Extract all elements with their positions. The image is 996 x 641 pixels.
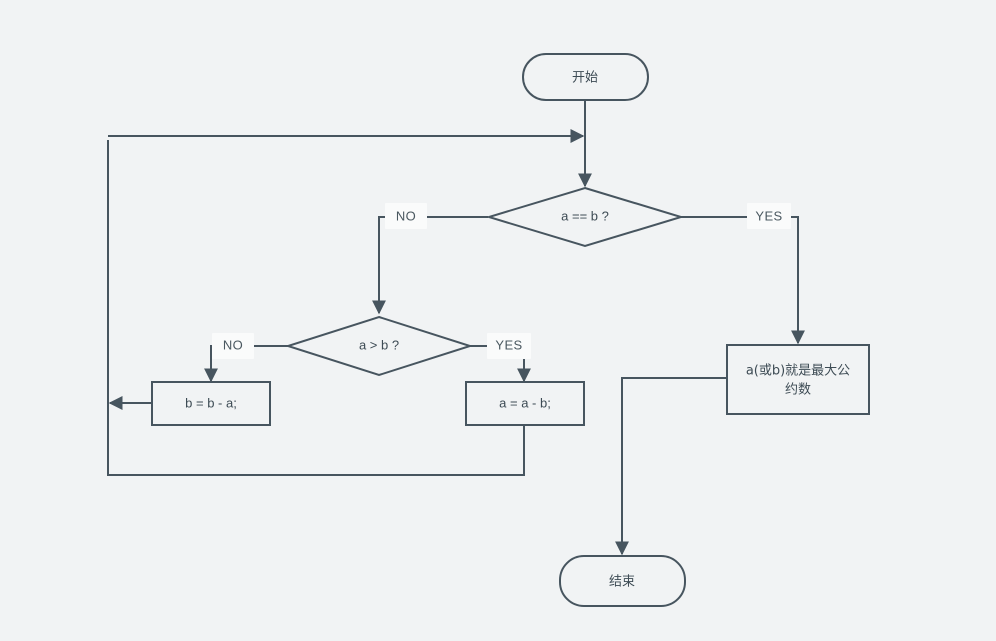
connector-equal-no-to-decision-greater bbox=[372, 216, 488, 315]
node-decision-greater[interactable]: a > b ? bbox=[284, 315, 474, 377]
edge-label-equal-no: NO bbox=[385, 203, 427, 229]
node-decision-equal-shape bbox=[485, 186, 685, 248]
node-process-a-minus-b-shape bbox=[465, 381, 585, 426]
node-process-b-minus-a[interactable]: b = b - a; bbox=[151, 381, 271, 426]
edge-label-equal-yes-text: YES bbox=[755, 208, 782, 223]
edge-label-greater-no: NO bbox=[212, 333, 254, 359]
node-decision-greater-shape bbox=[284, 315, 474, 377]
edge-label-greater-yes: YES bbox=[487, 333, 531, 359]
node-process-a-minus-b[interactable]: a = a - b; bbox=[465, 381, 585, 426]
node-process-a-minus-b-label: a = a - b; bbox=[499, 395, 551, 410]
node-process-b-minus-a-shape bbox=[151, 381, 271, 426]
node-result-label-line1: a(或b)就是最大公 bbox=[746, 364, 850, 379]
edge-label-equal-no-text: NO bbox=[396, 208, 416, 223]
node-start-label: 开始 bbox=[572, 71, 598, 86]
node-decision-greater-label: a > b ? bbox=[359, 337, 399, 352]
node-process-b-minus-a-label: b = b - a; bbox=[185, 395, 237, 410]
connector-process-a-to-loop bbox=[107, 140, 525, 476]
edge-label-equal-yes: YES bbox=[747, 203, 791, 229]
node-decision-equal[interactable]: a == b ? bbox=[485, 186, 685, 248]
connector-equal-yes-to-result bbox=[681, 216, 805, 345]
edge-label-greater-yes-text: YES bbox=[495, 337, 522, 352]
node-result[interactable]: a(或b)就是最大公 约数 bbox=[726, 344, 870, 415]
connector-greater-no-to-process-b bbox=[204, 345, 288, 383]
edge-label-greater-no-text: NO bbox=[223, 337, 243, 352]
connector-result-to-end bbox=[615, 377, 727, 556]
node-decision-equal-label: a == b ? bbox=[561, 208, 609, 223]
node-end[interactable]: 结束 bbox=[559, 555, 686, 607]
node-result-shape bbox=[726, 344, 870, 415]
node-start[interactable]: 开始 bbox=[522, 53, 649, 101]
node-result-label-line2: 约数 bbox=[785, 383, 811, 398]
node-end-shape bbox=[559, 555, 686, 607]
node-end-label: 结束 bbox=[609, 575, 635, 590]
node-start-shape bbox=[522, 53, 649, 101]
